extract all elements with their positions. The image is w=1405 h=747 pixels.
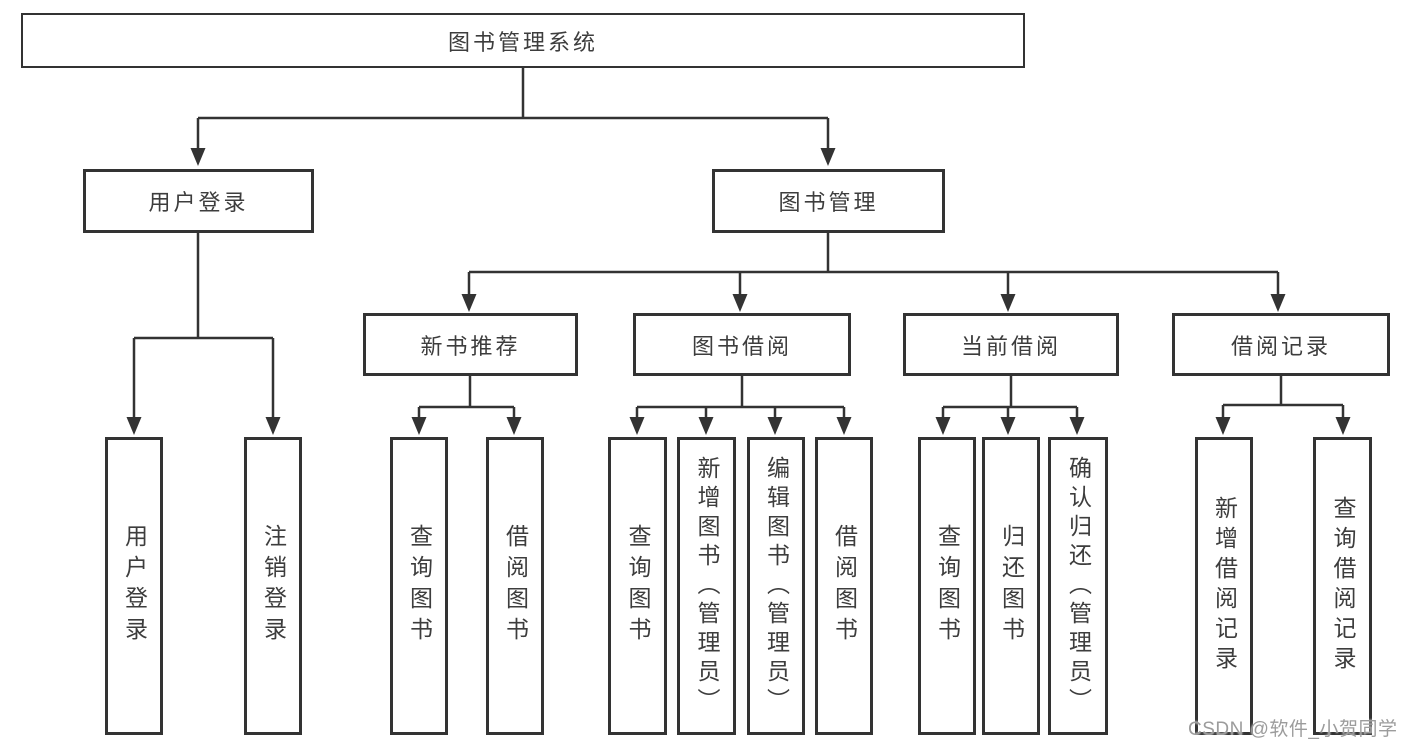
node-label: 用户登录 bbox=[148, 190, 249, 215]
leaf-logout: 注销登录 bbox=[244, 437, 302, 735]
node-label: 图书管理 bbox=[778, 190, 879, 215]
arrow-down-icon bbox=[732, 294, 748, 312]
arrow-down-icon bbox=[506, 417, 522, 435]
arrow-down-icon bbox=[190, 148, 206, 166]
arrow-down-icon bbox=[1215, 417, 1231, 435]
arrow-down-icon bbox=[629, 417, 645, 435]
leaf-add-borrow-record: 新增借阅记录 bbox=[1195, 437, 1253, 735]
leaf-label: 用户登录 bbox=[121, 524, 148, 648]
leaf-query-books-borrow: 查询图书 bbox=[608, 437, 667, 735]
arrow-down-icon bbox=[1000, 294, 1016, 312]
arrow-down-icon bbox=[698, 417, 714, 435]
leaf-borrow-books: 借阅图书 bbox=[815, 437, 873, 735]
arrow-down-icon bbox=[126, 417, 142, 435]
leaf-edit-books-admin: 编辑图书（管理员） bbox=[747, 437, 805, 735]
tree-connectors bbox=[132, 68, 1345, 419]
node-new-book-recommend: 新书推荐 bbox=[363, 313, 578, 376]
leaf-label: 查询借阅记录 bbox=[1330, 496, 1356, 676]
arrow-down-icon bbox=[935, 417, 951, 435]
node-library-management-system: 图书管理系统 bbox=[21, 13, 1025, 68]
arrow-down-icon bbox=[1335, 417, 1351, 435]
node-label: 新书推荐 bbox=[420, 333, 521, 359]
leaf-borrow-books-recommend: 借阅图书 bbox=[486, 437, 544, 735]
leaf-user-login: 用户登录 bbox=[105, 437, 163, 735]
node-borrow-records: 借阅记录 bbox=[1172, 313, 1390, 376]
node-current-borrow: 当前借阅 bbox=[903, 313, 1119, 376]
arrow-down-icon bbox=[820, 148, 836, 166]
node-book-borrow: 图书借阅 bbox=[633, 313, 851, 376]
leaf-label: 新增图书（管理员） bbox=[694, 455, 720, 717]
arrow-down-icon bbox=[1270, 294, 1286, 312]
leaf-label: 注销登录 bbox=[260, 524, 287, 648]
arrow-down-icon bbox=[1000, 417, 1016, 435]
node-label: 图书借阅 bbox=[691, 333, 792, 359]
leaf-label: 借阅图书 bbox=[502, 524, 529, 648]
csdn-watermark: CSDN @软件_小贺同学 bbox=[1188, 719, 1398, 740]
leaf-label: 借阅图书 bbox=[831, 524, 858, 648]
leaf-query-books-recommend: 查询图书 bbox=[390, 437, 448, 735]
leaf-label: 查询图书 bbox=[406, 524, 433, 648]
arrow-down-icon bbox=[265, 417, 281, 435]
arrow-down-icon bbox=[767, 417, 783, 435]
arrowhead-group bbox=[126, 148, 1351, 435]
node-book-management-branch: 图书管理 bbox=[712, 169, 945, 233]
node-label: 图书管理系统 bbox=[447, 29, 598, 55]
node-label: 借阅记录 bbox=[1230, 333, 1331, 359]
arrow-down-icon bbox=[411, 417, 427, 435]
leaf-label: 新增借阅记录 bbox=[1211, 496, 1238, 676]
leaf-return-books: 归还图书 bbox=[982, 437, 1040, 735]
leaf-label: 归还图书 bbox=[998, 524, 1025, 648]
arrow-down-icon bbox=[461, 294, 477, 312]
leaf-add-books-admin: 新增图书（管理员） bbox=[677, 437, 736, 735]
arrow-down-icon bbox=[1069, 417, 1085, 435]
node-label: 当前借阅 bbox=[960, 333, 1061, 359]
leaf-query-books-current: 查询图书 bbox=[918, 437, 976, 735]
arrow-down-icon bbox=[836, 417, 852, 435]
leaf-label: 确认归还（管理员） bbox=[1065, 455, 1092, 717]
leaf-confirm-return-admin: 确认归还（管理员） bbox=[1048, 437, 1108, 735]
node-user-login-branch: 用户登录 bbox=[83, 169, 314, 233]
leaf-label: 编辑图书（管理员） bbox=[763, 455, 790, 717]
leaf-label: 查询图书 bbox=[934, 524, 961, 648]
leaf-label: 查询图书 bbox=[625, 524, 651, 648]
leaf-query-borrow-record: 查询借阅记录 bbox=[1313, 437, 1372, 735]
